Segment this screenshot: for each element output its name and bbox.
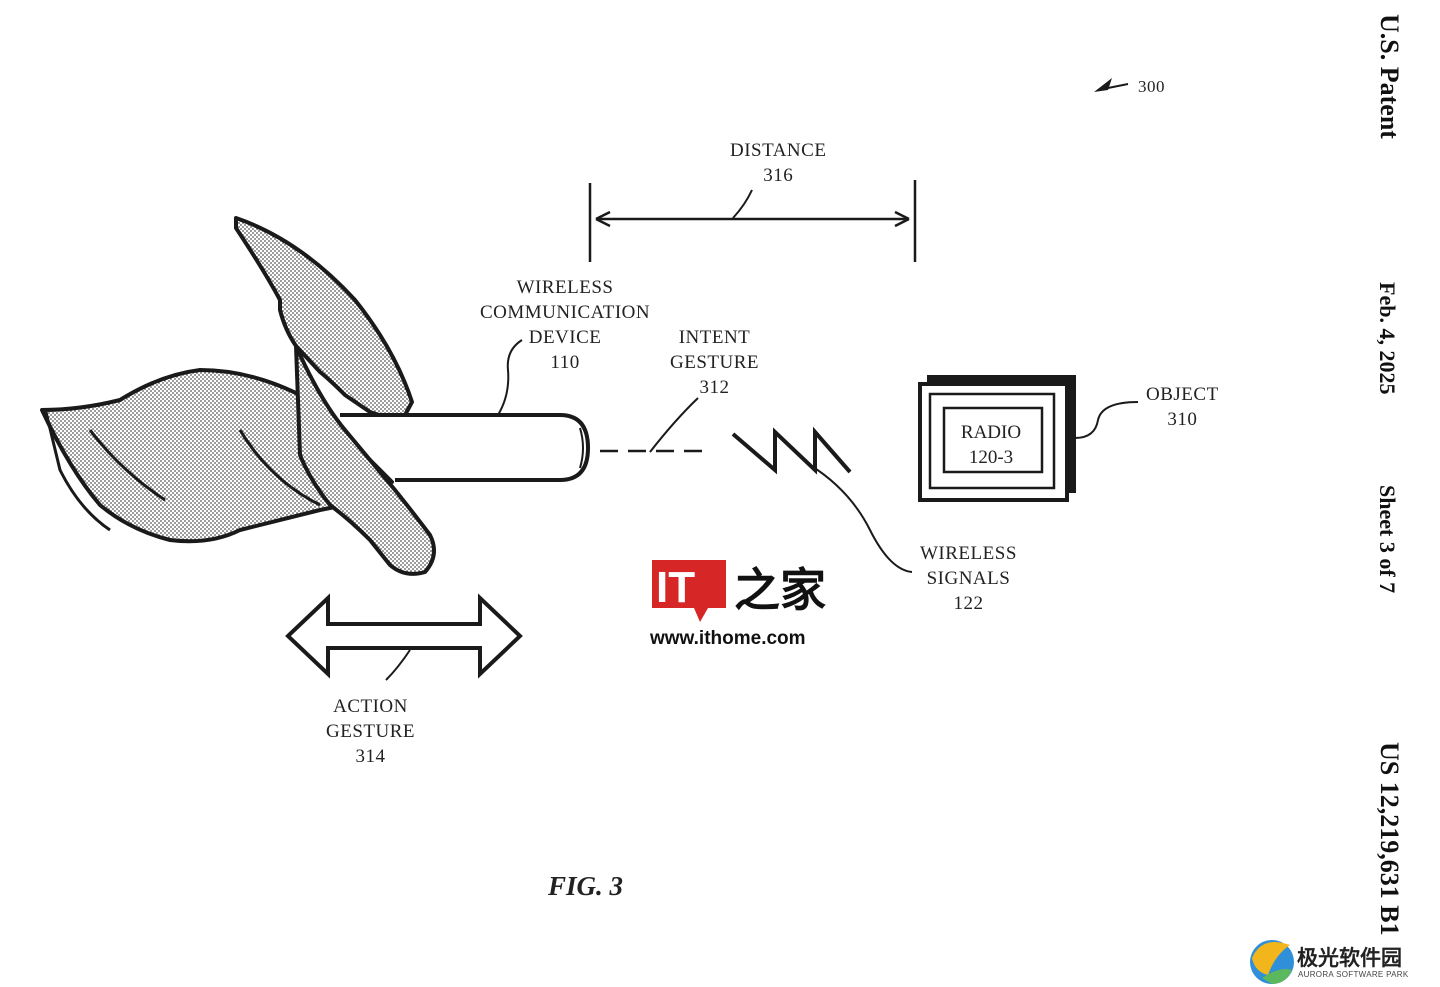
ithome-logo-icon: IT 之家 (652, 560, 826, 622)
patent-number: US 12,219,631 B1 (1375, 742, 1404, 936)
hand-illustration (40, 216, 436, 576)
intent-gesture-line (600, 397, 702, 453)
aurora-name-watermark: 极光软件园 (1297, 946, 1402, 970)
thumb (294, 344, 436, 576)
distance-dimension (588, 180, 917, 262)
aurora-sub-watermark: AURORA SOFTWARE PARK (1298, 970, 1409, 979)
wireless-device-label: WIRELESS COMMUNICATION DEVICE 110 (480, 277, 651, 373)
intent-gesture-label: INTENT GESTURE 312 (670, 327, 759, 398)
patent-date: Feb. 4, 2025 (1375, 282, 1400, 395)
svg-text:IT: IT (656, 563, 695, 612)
figure-ref-300: 300 (1138, 77, 1165, 96)
aurora-logo-icon (1250, 940, 1294, 984)
index-finger (234, 216, 414, 419)
sheet-number: Sheet 3 of 7 (1375, 485, 1400, 594)
patent-office-header: U.S. Patent (1375, 14, 1404, 139)
ithome-url-watermark: www.ithome.com (650, 628, 806, 649)
wireless-device-band (340, 339, 591, 482)
figure-caption: FIG. 3 (548, 871, 624, 901)
wireless-signals-zigzag (731, 426, 913, 573)
svg-text:之家: 之家 (734, 563, 826, 617)
wireless-signals-label: WIRELESS SIGNALS 122 (920, 543, 1017, 614)
action-gesture-double-arrow (285, 593, 523, 681)
object-radio-box (918, 375, 1139, 502)
reference-arrow-300 (1094, 78, 1129, 92)
action-gesture-label: ACTION GESTURE 314 (326, 696, 415, 767)
